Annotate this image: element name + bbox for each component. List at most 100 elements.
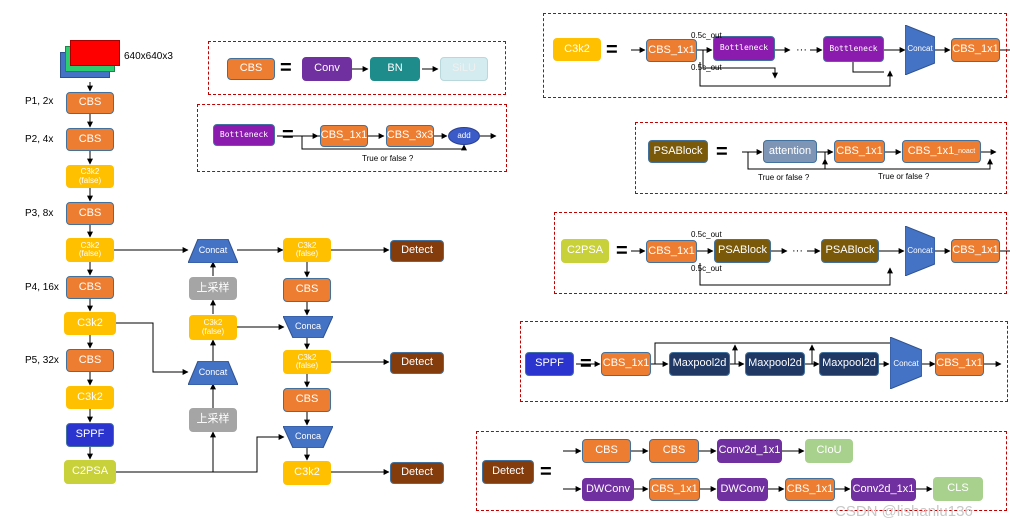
block-name: C3k2: [297, 240, 317, 250]
input-size-label: 640x640x3: [124, 51, 173, 62]
backbone-c3k2-2: C3k2(false): [66, 238, 114, 262]
c3k2-def-cbs1x1-in: CBS_1x1: [646, 39, 697, 62]
cbs-def-conv: Conv: [302, 57, 352, 81]
neck-conca-1-label: Conca: [294, 321, 321, 332]
sppf-def-block: SPPF: [525, 352, 574, 376]
noact-suffix: _noact: [954, 147, 976, 155]
equals-sign: =: [280, 57, 292, 79]
c2psa-def-psablock-n: PSABlock: [821, 239, 879, 263]
scale-label-p4: P4, 16x: [25, 282, 59, 293]
c3k2-def-cbs1x1-out: CBS_1x1: [951, 38, 1000, 62]
neck-c3k2-right-1: C3k2(false): [283, 238, 331, 262]
backbone-cbs-p3: CBS: [66, 202, 114, 225]
backbone-c3k2-3: C3k2: [64, 312, 116, 335]
equals-sign: =: [606, 39, 618, 61]
psablock-definition-panel: [635, 122, 1007, 194]
detect-def-cls-dwconv-1: DWConv: [582, 478, 634, 501]
c3k2-def-split-label-bottom: 0.5c_out: [691, 63, 722, 72]
c3k2-def-split-label-top: 0.5c_out: [691, 31, 722, 40]
sppf-def-cbs1x1-in: CBS_1x1: [601, 352, 651, 376]
block-name: C3k2: [80, 167, 100, 177]
noact-main: CBS_1x1: [907, 144, 955, 157]
c2psa-def-cbs1x1-out: CBS_1x1: [951, 239, 1000, 263]
backbone-c2psa: C2PSA: [64, 460, 116, 484]
backbone-cbs-p1: CBS: [66, 92, 114, 114]
neck-concat-2: [188, 361, 238, 385]
scale-label-p1: P1, 2x: [25, 96, 54, 107]
neck-concat-2-label: Concat: [198, 367, 228, 378]
detect-def-box-conv2d: Conv2d_1x1: [717, 439, 782, 463]
psablock-def-attention: attention: [763, 140, 817, 163]
psablock-attn-true-false-label: True or false ?: [758, 173, 810, 182]
detect-def-box-cbs-1: CBS: [582, 439, 631, 463]
neck-concat-1-label: Concat: [198, 245, 228, 256]
cbs-definition-panel: [208, 41, 506, 95]
c2psa-def-ellipsis: ···: [792, 245, 803, 257]
bottleneck-def-cbs3x3: CBS_3x3: [386, 125, 434, 147]
neck-upsample-2: 上采样: [189, 408, 237, 432]
scale-label-p3: P3, 8x: [25, 208, 54, 219]
bottleneck-def-add: add: [448, 127, 480, 145]
bottleneck-true-false-label: True or false ?: [362, 154, 414, 163]
c2psa-def-psablock-1: PSABlock: [714, 239, 771, 263]
detect-head-1: Detect: [390, 240, 444, 262]
sppf-def-concat-label: Concat: [893, 358, 919, 368]
cbs-def-silu: SiLU: [440, 57, 488, 81]
block-flag: (false): [78, 175, 102, 185]
backbone-cbs-p4: CBS: [66, 276, 114, 299]
sppf-definition-panel: [520, 321, 1008, 402]
bottleneck-definition-panel: [197, 104, 507, 172]
cbs-def-cbs: CBS: [227, 58, 275, 80]
block-flag: (false): [78, 249, 102, 258]
c2psa-def-split-label-top: 0.5c_out: [691, 230, 722, 239]
input-image-stack: [60, 40, 122, 80]
neck-upsample-1: 上采样: [189, 277, 237, 300]
c3k2-def-concat-label: Concat: [907, 43, 933, 53]
sppf-def-cbs1x1-out: CBS_1x1: [935, 352, 984, 376]
detect-def-ciou: CIoU: [805, 439, 853, 463]
neck-concat-1: [188, 239, 238, 263]
c3k2-def-block: C3k2: [553, 38, 601, 61]
detect-def-cls: CLS: [933, 477, 983, 501]
c2psa-def-block: C2PSA: [561, 239, 609, 263]
sppf-def-maxpool-2: Maxpool2d: [745, 352, 805, 376]
detect-def-cls-conv2d: Conv2d_1x1: [851, 478, 916, 501]
c2psa-definition-panel: [554, 212, 1007, 294]
sppf-def-maxpool-3: Maxpool2d: [819, 352, 879, 376]
neck-cbs-right-1: CBS: [283, 278, 331, 302]
c3k2-def-concat: [905, 25, 935, 75]
backbone-c3k2-1: C3k2(false): [66, 165, 114, 188]
detect-def-cls-dwconv-2: DWConv: [717, 478, 768, 501]
bottleneck-def-block: Bottleneck: [213, 124, 275, 146]
neck-conca-2-label: Conca: [294, 431, 321, 442]
neck-c3k2-right-3: C3k2: [283, 461, 331, 485]
detect-definition-panel: [476, 431, 1007, 511]
psablock-cbs-true-false-label: True or false ?: [878, 172, 930, 181]
scale-label-p2: P2, 4x: [25, 134, 54, 145]
psablock-def-cbs1x1: CBS_1x1: [834, 140, 885, 163]
equals-sign: =: [540, 461, 552, 483]
equals-sign: =: [282, 124, 294, 146]
c2psa-def-concat: [905, 226, 935, 276]
c2psa-def-concat-label: Concat: [907, 245, 933, 255]
block-name: C3k2: [297, 352, 317, 362]
neck-c3k2-right-2: C3k2(false): [283, 350, 331, 374]
psablock-def-cbs1x1-noact: CBS_1x1_noact: [902, 140, 981, 163]
detect-def-block: Detect: [482, 460, 534, 484]
detect-def-cls-cbs1x1-1: CBS_1x1: [649, 478, 700, 501]
c3k2-definition-panel: [543, 13, 1007, 98]
equals-sign: =: [716, 141, 728, 163]
scale-label-p5: P5, 32x: [25, 355, 59, 366]
block-flag: (false): [295, 249, 319, 258]
detect-def-cls-cbs1x1-2: CBS_1x1: [785, 478, 835, 501]
equals-sign: =: [616, 240, 628, 262]
backbone-cbs-p5: CBS: [66, 349, 114, 372]
detect-head-3: Detect: [390, 462, 444, 484]
sppf-def-maxpool-1: Maxpool2d: [669, 352, 730, 376]
block-name: C3k2: [80, 240, 100, 250]
c2psa-def-cbs1x1-in: CBS_1x1: [646, 240, 697, 263]
c3k2-def-bottleneck-1: Bottleneck: [713, 36, 775, 61]
neck-conca-2: [283, 426, 333, 448]
block-flag: (false): [295, 361, 319, 370]
